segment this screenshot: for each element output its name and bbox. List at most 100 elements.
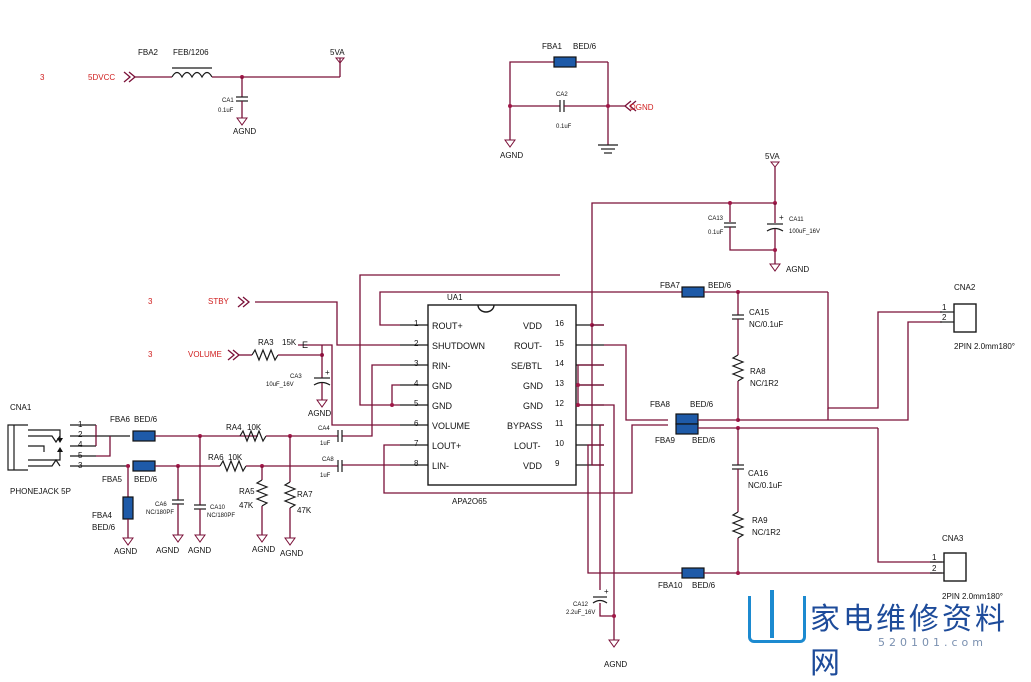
ca8-value: 1uF: [320, 473, 331, 479]
fba6-value: BED/6: [134, 415, 158, 424]
pin-num: 11: [555, 419, 564, 428]
pin-num: 7: [414, 439, 419, 448]
ca2-value: 0.1uF: [556, 124, 572, 130]
agnd-label-4: AGND: [308, 409, 331, 418]
pin-name: VOLUME: [432, 421, 470, 431]
pin-name: GND: [523, 401, 544, 411]
pin-num: 8: [414, 459, 419, 468]
svg-text:+: +: [779, 213, 784, 222]
ca15-ref: CA15: [749, 308, 770, 317]
ca10-value: NC/180PF: [207, 513, 235, 519]
fba5-ref: FBA5: [102, 475, 123, 484]
e-mark: E: [302, 340, 308, 350]
ca4-ref: CA4: [318, 426, 330, 432]
fba7-value: BED/6: [708, 281, 732, 290]
cna1-ref: CNA1: [10, 403, 32, 412]
sheet-ref-volume: 3: [148, 350, 153, 359]
net-label-volume: VOLUME: [188, 350, 222, 359]
fba6-ref: FBA6: [110, 415, 131, 424]
ra3-value: 15K: [282, 338, 297, 347]
ic-part: APA2O65: [452, 497, 488, 506]
ra5-resistor-icon: [255, 479, 269, 507]
pin-name: VDD: [523, 321, 543, 331]
fba5-value: BED/6: [134, 475, 158, 484]
fba10-value: BED/6: [692, 581, 716, 590]
pin-name: SHUTDOWN: [432, 341, 485, 351]
ca3-value: 10uF_16V: [266, 382, 294, 388]
pin-name: BYPASS: [507, 421, 542, 431]
input-network: CA6 NC/180PF AGND CA10 NC/180PF AGND RA4…: [146, 423, 343, 558]
pin-num: 9: [555, 459, 560, 468]
ca1-ref: CA1: [222, 98, 234, 104]
net-label-5dvcc: 5DVCC: [88, 73, 115, 82]
ca12-ref: CA12: [573, 602, 589, 608]
ra5-ref: RA5: [239, 487, 255, 496]
ra8-resistor-icon: [731, 354, 745, 382]
cna1-phonejack: CNA1 PHONEJACK 5P 1 2 4 5 3: [7, 403, 130, 496]
agnd-label: AGND: [233, 127, 256, 136]
agnd-label-2: AGND: [500, 151, 523, 160]
fba2-inductor-icon: [171, 71, 213, 79]
watermark-logo: 家电维修资料网 520101.com: [748, 590, 1028, 681]
ca15-value: NC/0.1uF: [749, 320, 783, 329]
ca1-value: 0.1uF: [218, 108, 234, 114]
output-section: FBA7 BED/6 CA15 NC/0.1uF RA8 NC/1R2 FBA8…: [650, 281, 942, 590]
pin-num: 14: [555, 359, 564, 368]
input-beads: FBA6 BED/6 FBA5 BED/6 FBA4 BED/6 AGND: [92, 415, 258, 556]
ca13-value: 0.1uF: [708, 230, 724, 236]
ic-left-pins: 1 ROUT+ 2 SHUTDOWN 3 RIN- 4 GND 5 GND 6 …: [400, 319, 485, 471]
pin-name: GND: [432, 401, 453, 411]
fba9-ref: FBA9: [655, 436, 676, 445]
ca16-ref: CA16: [748, 469, 769, 478]
ic-right-pins: VDD 16 ROUT- 15 SE/BTL 14 GND 13 GND 12 …: [507, 319, 604, 471]
agnd-label-6: AGND: [156, 546, 179, 555]
svg-text:+: +: [604, 587, 609, 596]
fba8-ref: FBA8: [650, 400, 671, 409]
pin-name: GND: [432, 381, 453, 391]
ic-ref: UA1: [447, 293, 463, 302]
ra6-ref: RA6: [208, 453, 224, 462]
cna3-pin1: 1: [932, 553, 937, 562]
ca11-value: 100uF_16V: [789, 229, 820, 235]
ca12-value: 2.2uF_16V: [566, 610, 595, 616]
ca13-ref: CA13: [708, 216, 724, 222]
cna3-type: 2PIN 2.0mm180°: [942, 592, 1003, 601]
ca11-ref: CA11: [789, 217, 804, 223]
ra4-ref: RA4: [226, 423, 242, 432]
sheet-ref: 3: [40, 73, 45, 82]
fba9-bead-icon: [675, 423, 699, 435]
pin-num: 1: [414, 319, 419, 328]
cna2-connector-icon: [953, 303, 977, 333]
ca10-ref: CA10: [210, 505, 226, 511]
sheet-ref-stby: 3: [148, 297, 153, 306]
pin-label: 4: [78, 440, 83, 449]
pin-label: 2: [78, 430, 83, 439]
ra9-resistor-icon: [731, 511, 745, 539]
ra8-ref: RA8: [750, 367, 766, 376]
control-inputs: 3 STBY 3 VOLUME RA3 15K E + CA3 10uF_16V…: [148, 296, 331, 418]
agnd-icon: [236, 117, 248, 126]
supply-decoupling-section: 5VA + AGND CA13 0.1uF CA11 100uF_16V: [591, 152, 820, 325]
net-5va-right: 5VA: [765, 152, 780, 161]
pin-name: LIN-: [432, 461, 449, 471]
fba2-value: FEB/1206: [173, 48, 209, 57]
ra4-value: 10K: [247, 423, 262, 432]
pin-num: 10: [555, 439, 564, 448]
ground-tie-section: FBA1 BED/6 CA2 0.1uF DGND AGND: [500, 42, 654, 160]
ca6-value: NC/180PF: [146, 510, 174, 516]
pin-name: GND: [523, 381, 544, 391]
pin-num: 12: [555, 399, 564, 408]
ra9-ref: RA9: [752, 516, 768, 525]
fba8-value: BED/6: [690, 400, 714, 409]
ca16-value: NC/0.1uF: [748, 481, 782, 490]
offsheet-arrow-icon: [123, 71, 132, 83]
ra6-resistor-icon: [219, 459, 247, 473]
fba10-ref: FBA10: [658, 581, 683, 590]
ra8-value: NC/1R2: [750, 379, 779, 388]
agnd-label-9: AGND: [280, 549, 303, 558]
fba2-ref: FBA2: [138, 48, 159, 57]
ca4-value: 1uF: [320, 441, 331, 447]
pin-name: VDD: [523, 461, 543, 471]
cna2-pin2: 2: [942, 313, 947, 322]
pin-num: 13: [555, 379, 564, 388]
